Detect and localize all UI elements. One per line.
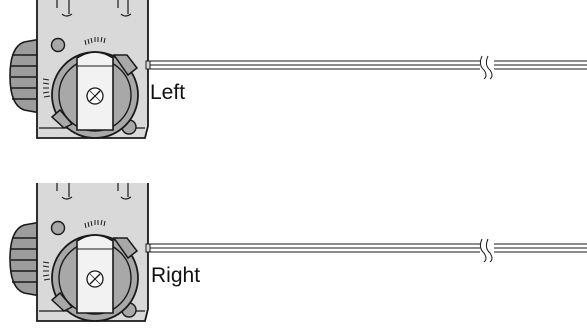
right-adjuster-icon (9, 182, 587, 322)
left-label: Left (150, 81, 186, 104)
right-label: Right (151, 264, 201, 287)
left-adjuster-icon (9, 0, 587, 139)
